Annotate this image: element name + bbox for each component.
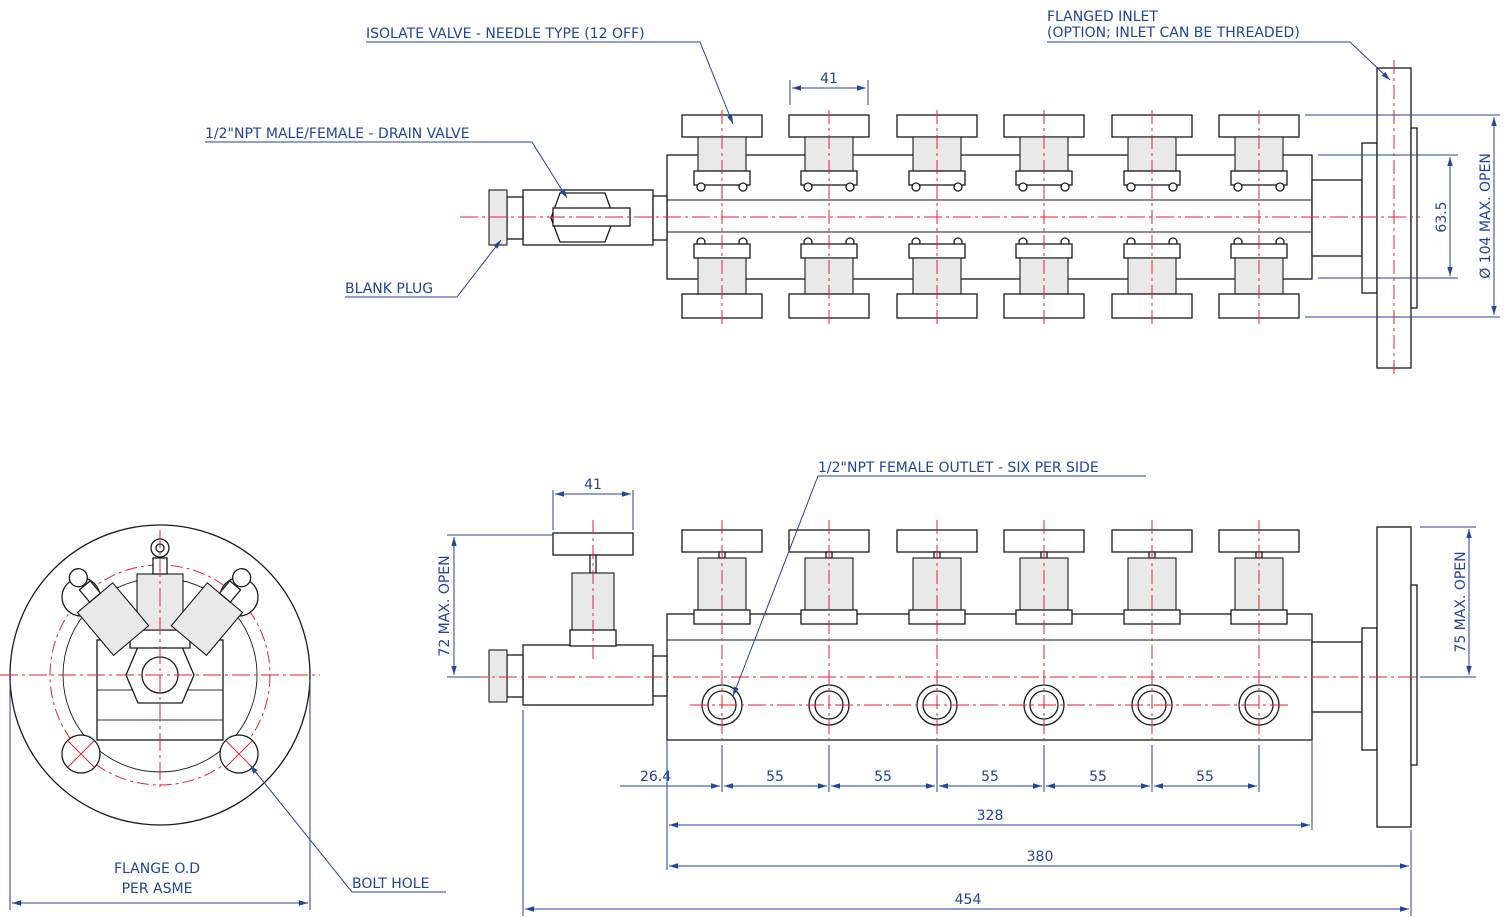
label-bolt-hole: BOLT HOLE — [352, 876, 429, 892]
label-flanged-inlet: FLANGED INLET — [1047, 9, 1158, 25]
dim-overall-length: 454 — [955, 892, 982, 908]
dim-pitch-2: 55 — [874, 769, 892, 785]
dim-pitch-3: 55 — [981, 769, 999, 785]
dim-first-offset: 26.4 — [640, 769, 671, 785]
dim-body-height: 63.5 — [1434, 201, 1450, 232]
dim-valve-spacing-top: 41 — [820, 71, 838, 87]
label-drain-valve: 1/2"NPT MALE/FEMALE - DRAIN VALVE — [205, 126, 470, 142]
dim-pitch-4: 55 — [1089, 769, 1107, 785]
label-blank-plug: BLANK PLUG — [345, 281, 433, 297]
dim-max-open-diameter: Ø 104 MAX. OPEN — [1478, 153, 1494, 279]
label-female-outlet: 1/2"NPT FEMALE OUTLET - SIX PER SIDE — [818, 460, 1099, 476]
dim-valve-max-open: 75 MAX. OPEN — [1453, 551, 1469, 652]
dim-drain-max-open: 72 MAX. OPEN — [437, 555, 453, 656]
label-flanged-inlet-option: (OPTION; INLET CAN BE THREADED) — [1047, 25, 1300, 41]
label-isolate-valve: ISOLATE VALVE - NEEDLE TYPE (12 OFF) — [366, 26, 645, 42]
dim-body-length: 328 — [977, 808, 1004, 824]
label-flange-od-asme: PER ASME — [122, 881, 193, 897]
side-view-valves — [681, 529, 1300, 625]
dim-handle-width-side: 41 — [584, 477, 602, 493]
dim-pitch-5: 55 — [1196, 769, 1214, 785]
top-view: 41 63.5 Ø 104 MAX. OPEN ISOLATE VALVE - … — [205, 9, 1500, 375]
label-flange-od: FLANGE O.D — [114, 861, 200, 877]
side-view: 41 72 MAX. OPEN 75 MAX. OPEN 26.4 — [437, 460, 1476, 916]
dim-length-to-flange: 380 — [1027, 849, 1054, 865]
end-view: FLANGE O.D PER ASME BOLT HOLE — [0, 524, 446, 910]
dim-pitch-1: 55 — [766, 769, 784, 785]
